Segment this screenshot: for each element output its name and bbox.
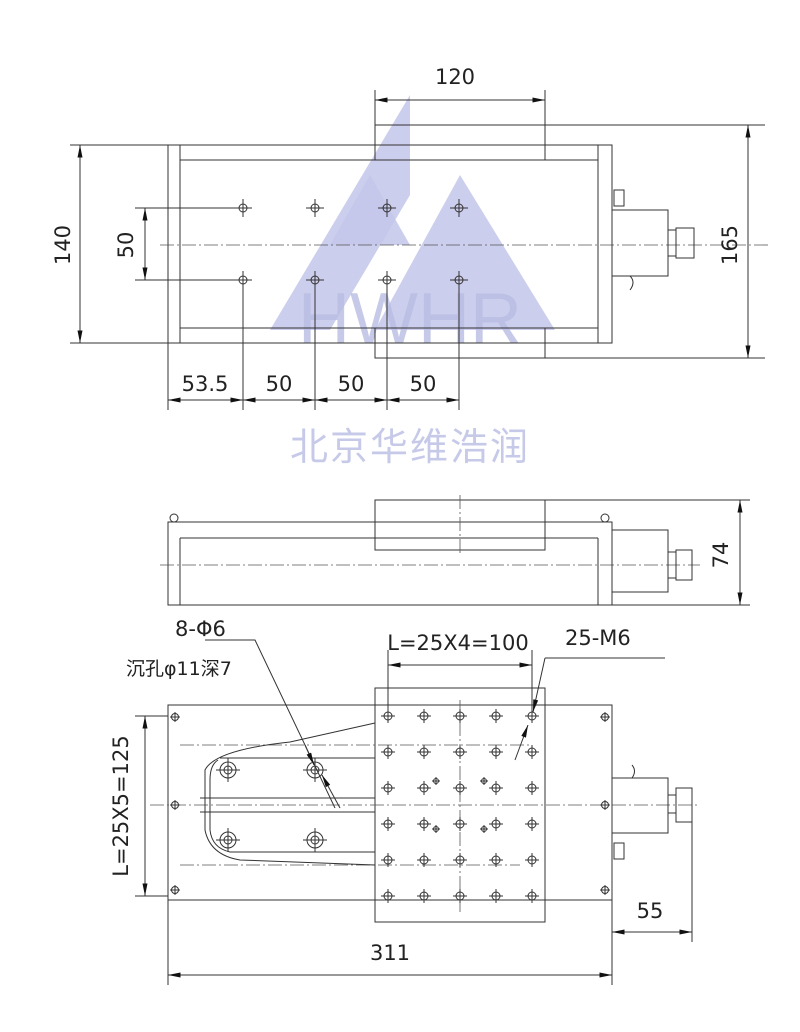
threaded-hole-m6 [417, 817, 431, 831]
corner-screw-hole [170, 712, 180, 722]
watermark-logo: HWHR 北京华维浩润 [270, 95, 555, 469]
dim-grid-y: L=25X5=125 [109, 735, 133, 876]
thread-note: 25-M6 [565, 626, 631, 650]
dim-165: 165 [718, 225, 742, 265]
dim-74: 74 [709, 542, 733, 569]
dim-grid-x: L=25X4=100 [387, 631, 528, 655]
threaded-hole-m6 [525, 889, 539, 903]
threaded-hole-m6 [489, 817, 503, 831]
threaded-hole-m6 [417, 709, 431, 723]
threaded-hole-m6 [381, 781, 395, 795]
dim-120: 120 [435, 65, 475, 89]
motor-mount [611, 209, 669, 277]
threaded-hole-m6 [417, 889, 431, 903]
threaded-hole-m6 [489, 781, 503, 795]
side-view: 74 [160, 495, 750, 606]
hole-note: 8-Φ6 [175, 617, 226, 641]
threaded-hole-m6 [453, 709, 467, 723]
dim-53-5: 53.5 [182, 372, 229, 396]
threaded-hole-m6 [381, 889, 395, 903]
counterbore-hole [216, 758, 240, 782]
threaded-hole-m6 [381, 745, 395, 759]
threaded-hole-m6 [489, 709, 503, 723]
watermark-logo-text: HWHR [298, 279, 522, 359]
counterbore-note: 沉孔φ11深7 [126, 658, 232, 680]
threaded-hole-m6 [489, 853, 503, 867]
dim-311: 311 [370, 941, 410, 965]
knob-icon [675, 227, 695, 259]
mounting-hole [234, 199, 252, 217]
mounting-hole [378, 199, 396, 217]
dim-50-vertical: 50 [114, 232, 138, 259]
mounting-hole [378, 271, 396, 289]
threaded-hole-m6 [453, 745, 467, 759]
threaded-hole-m6 [525, 745, 539, 759]
threaded-hole-m6 [525, 709, 539, 723]
mounting-hole [306, 199, 324, 217]
mounting-hole [234, 271, 252, 289]
threaded-hole-m6 [417, 745, 431, 759]
dim-50-b: 50 [338, 372, 365, 396]
threaded-hole-m6 [417, 853, 431, 867]
bottom-view: 8-Φ6 沉孔φ11深7 25-M6 L=25X4=100 L=25X5=125… [109, 617, 700, 985]
dim-50-a: 50 [266, 372, 293, 396]
counterbore-hole [216, 828, 240, 852]
threaded-hole-m6 [453, 853, 467, 867]
top-view: 120 140 50 165 53.5 50 50 50 [51, 65, 770, 410]
threaded-hole-m6 [525, 781, 539, 795]
mounting-hole [450, 199, 468, 217]
small-hole [432, 777, 440, 785]
threaded-hole-m6 [489, 745, 503, 759]
threaded-hole-m6 [525, 853, 539, 867]
small-hole [432, 825, 440, 833]
mounting-hole [306, 271, 324, 289]
carriage-outline [374, 124, 546, 359]
threaded-hole-m6 [453, 889, 467, 903]
threaded-hole-m6 [381, 853, 395, 867]
corner-screw-hole [170, 885, 180, 895]
mounting-hole [450, 271, 468, 289]
dim-50-c: 50 [410, 372, 437, 396]
dim-55: 55 [637, 899, 664, 923]
counterbore-hole [303, 828, 327, 852]
threaded-hole-m6 [525, 817, 539, 831]
small-hole [480, 825, 488, 833]
corner-screw-hole [170, 800, 180, 810]
threaded-hole-m6 [489, 889, 503, 903]
watermark-company: 北京华维浩润 [290, 427, 530, 469]
threaded-hole-m6 [381, 709, 395, 723]
corner-screw-hole [600, 712, 610, 722]
small-hole [480, 777, 488, 785]
counterbore-hole [303, 758, 327, 782]
corner-screw-hole [600, 800, 610, 810]
threaded-hole-m6 [453, 817, 467, 831]
corner-screw-hole [600, 885, 610, 895]
dim-140: 140 [51, 225, 75, 265]
threaded-hole-m6 [453, 781, 467, 795]
threaded-hole-m6 [417, 781, 431, 795]
threaded-hole-m6 [381, 817, 395, 831]
